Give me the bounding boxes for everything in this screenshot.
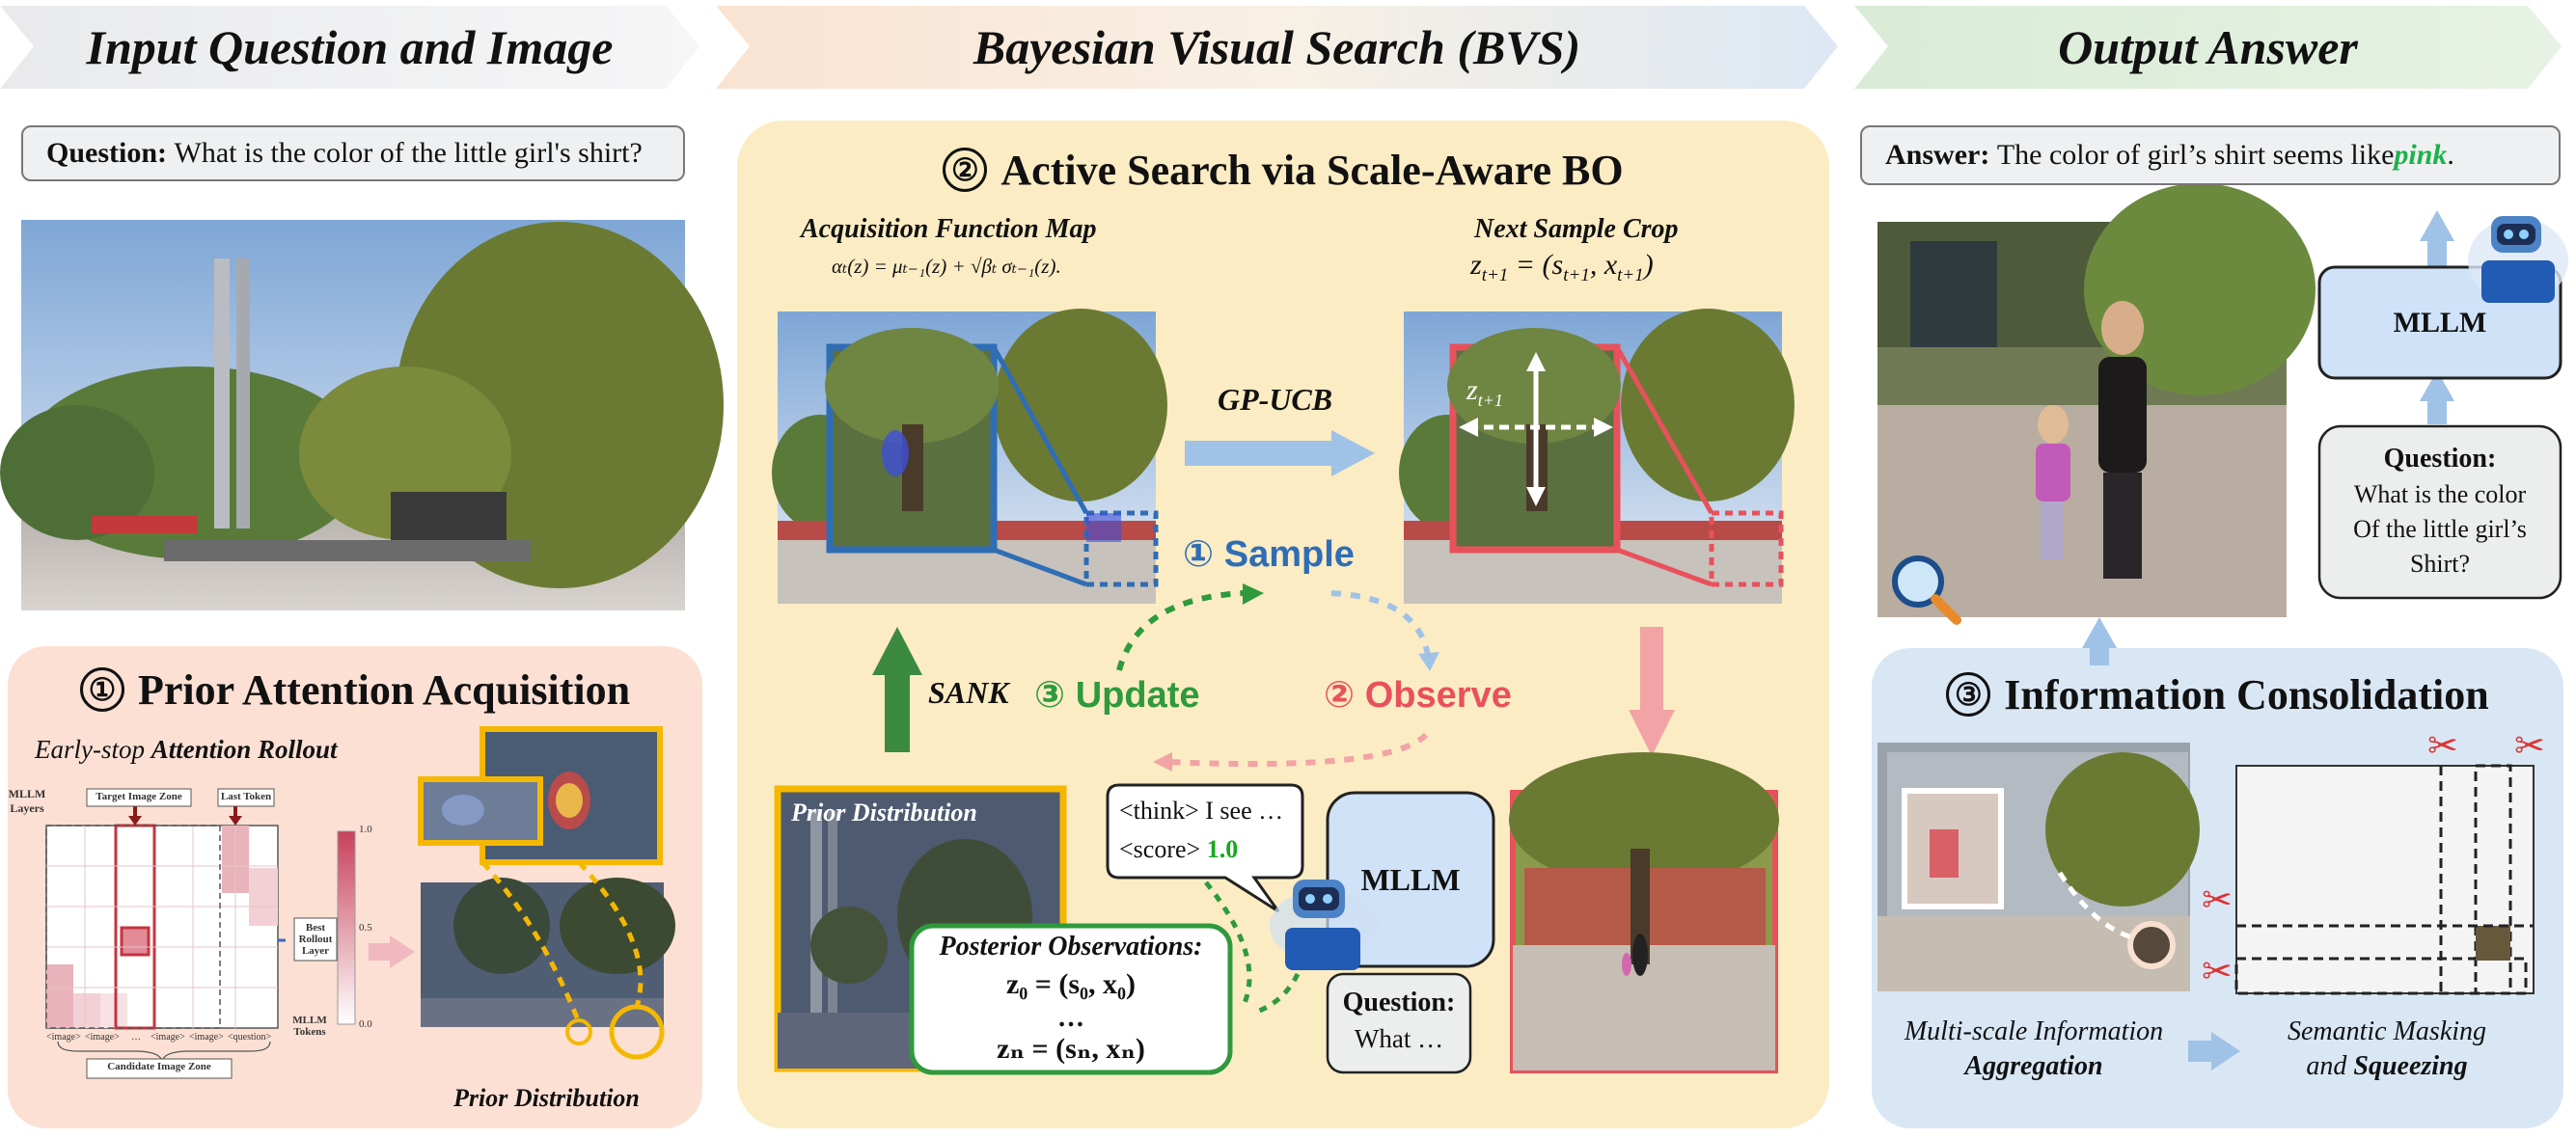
svg-text:✂: ✂ [2202,881,2233,921]
consolidation-num: ③ [1946,672,1991,717]
think-bubble [1106,783,1304,913]
question-label: Question: [46,137,168,169]
think-line-2: <score> 1.0 [1119,835,1239,863]
token-label-2: <image> [85,1032,120,1043]
output-robot-icon [2468,216,2568,303]
posterior-line-1: z₀ = (s₀, x₀) [1005,968,1137,1000]
masking-squeezing-graphic [2234,764,2535,995]
output-photo [1877,183,2316,617]
question-box: Question: What is the color of the littl… [21,125,685,181]
colorbar-tick-0: 0.0 [359,1018,372,1030]
think-line-1: <think> I see … [1119,797,1284,825]
token-label-3: … [131,1032,141,1043]
token-label-6: <question> [228,1032,272,1043]
next-title: Next Sample Crop [1474,214,1679,244]
header-input-chevron [0,6,699,89]
svg-text:✂: ✂ [2514,726,2545,767]
aggregation-line-2: Aggregation [1964,1051,2103,1081]
answer-box: Answer: The color of girl’s shirt seems … [1860,125,2561,185]
next-formula: zt+1 = (st+1, xt+1) [1470,249,1654,285]
token-label-5: <image> [189,1032,224,1043]
update-label: ③ Update [1034,675,1200,716]
token-label-4: <image> [151,1032,185,1043]
mllm-layers-label: MLLM Layers [8,787,46,815]
mllm-tokens-label: MLLM Tokens [292,1015,327,1038]
gp-ucb-label: GP-UCB [1218,382,1333,417]
question-text: What is the color of the little girl's s… [174,137,643,169]
answer-text: The color of girl’s shirt seems like [1996,139,2395,171]
posterior-line-2: zₙ = (sₙ, xₙ) [997,1033,1145,1065]
acq-title: Acquisition Function Map [801,214,1097,244]
consolidation-aggregation-image [1877,743,2200,991]
output-question-box [2317,424,2562,600]
header-output-chevron [1854,6,2562,89]
best-rollout-label: Best Rollout Layer [298,922,333,957]
prior-small-photos [369,726,675,1060]
output-question-line-2: Of the little girl’s [2353,515,2527,543]
svg-text:✂: ✂ [2427,726,2458,767]
bvs-question-box [1326,972,1472,1074]
output-question-label: Question: [2383,444,2497,474]
last-token-label: Last Token [220,791,272,802]
posterior-box [909,923,1233,1075]
input-photo [0,220,724,610]
aggregation-line-1: Multi-scale Information [1904,1016,2164,1046]
answer-label: Answer: [1885,139,1990,171]
output-question-line-1: What is the color [2353,480,2527,508]
sample-label: ① Sample [1183,534,1355,575]
bvs-prior-label: Prior Distribution [791,799,977,826]
active-num: ② [943,148,988,192]
consolidation-title: ③ Information Consolidation [1872,665,2563,723]
z-label: zt+1 [1466,374,1503,410]
prior-num: ① [79,667,124,712]
next-crop-image [1399,309,1795,604]
prior-title-text: Prior Attention Acquisition [137,665,631,714]
masking-line-1: Semantic Masking [2287,1016,2487,1046]
bvs-question-text: What … [1354,1024,1444,1053]
acq-formula: αₜ(z) = μₜ₋₁(z) + √βₜ σₜ₋₁(z). [832,255,1061,278]
svg-text:✂: ✂ [2202,952,2233,992]
posterior-title: Posterior Observations: [939,932,1203,962]
active-title: ② Active Search via Scale-Aware BO [737,141,1829,199]
masking-line-2: and Squeezing [2306,1051,2468,1081]
magnifier-icon [1892,555,1961,625]
scissors-icons: ✂ ✂ ✂ ✂ [2202,726,2545,992]
output-mllm-label: MLLM [2393,307,2487,339]
observe-image [1509,752,1779,1073]
prior-title: ① Prior Attention Acquisition [8,658,702,721]
target-zone-label: Target Image Zone [96,791,182,802]
prior-distribution-label: Prior Distribution [453,1084,640,1112]
posterior-dots: … [1057,1003,1084,1033]
bvs-mllm-label: MLLM [1360,862,1461,897]
header-output: Output Answer [2058,20,2358,74]
colorbar-tick-05: 0.5 [359,922,372,934]
sank-label: SANK [928,675,1009,710]
output-question-line-3: Shirt? [2409,550,2471,578]
bvs-question-label: Question: [1342,988,1456,1017]
rollout-label: Early-stop Attention Rollout [35,735,338,764]
bvs-robot-icon [1270,880,1378,970]
token-label-1: <image> [46,1032,81,1043]
header-bvs: Bayesian Visual Search (BVS) [973,20,1581,74]
acquisition-map-image [772,309,1167,604]
header-bvs-chevron [716,6,1838,89]
colorbar-tick-1: 1.0 [359,824,372,835]
header-input: Input Question and Image [86,20,614,74]
observe-label: ② Observe [1324,675,1512,716]
consolidation-title-text: Information Consolidation [2004,670,2489,718]
attention-matrix [45,788,356,1079]
candidate-zone-label: Candidate Image Zone [107,1061,211,1072]
answer-highlight: pink [2394,139,2448,171]
active-title-text: Active Search via Scale-Aware BO [1000,146,1624,194]
